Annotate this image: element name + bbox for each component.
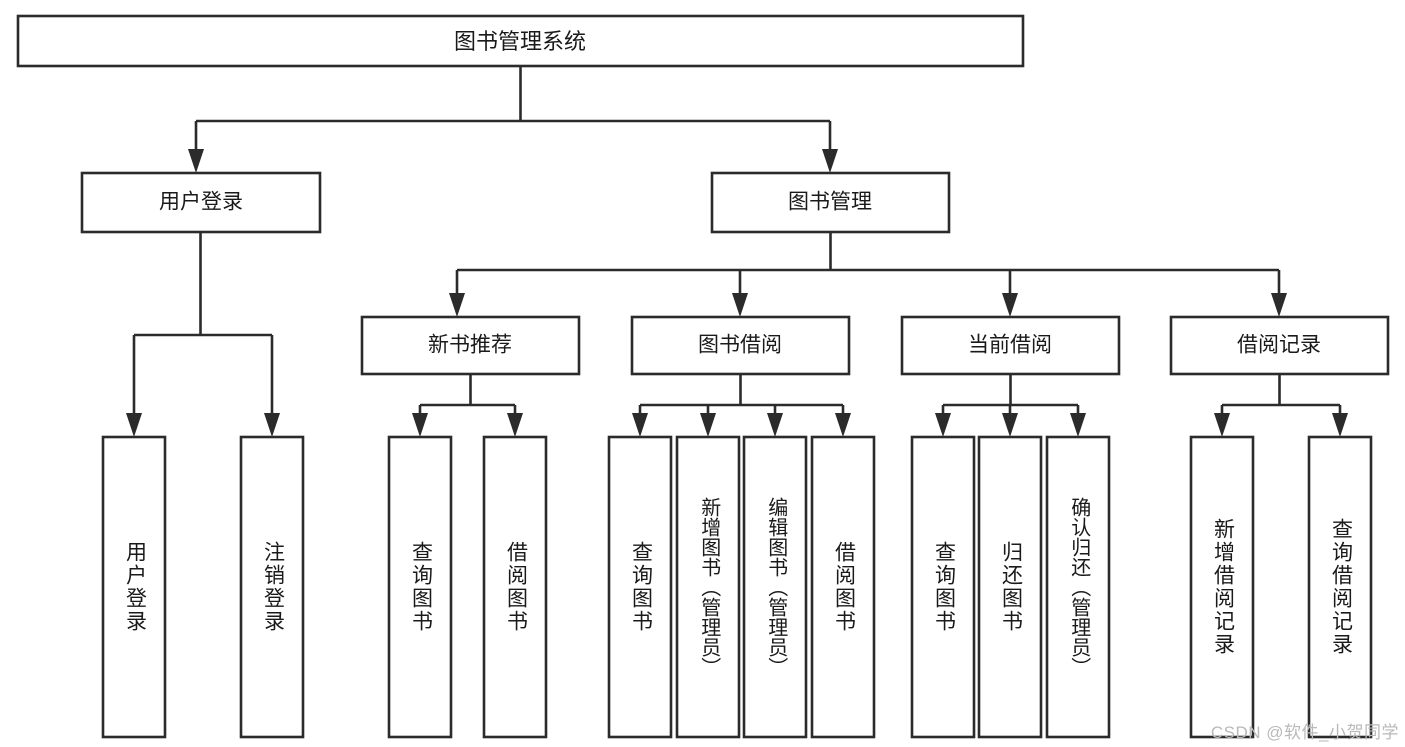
arrow-head-icon bbox=[1002, 293, 1018, 317]
leaf-box-return-book[interactable] bbox=[977, 435, 1043, 739]
node-new-book-recommend[interactable]: 新书推荐 bbox=[360, 315, 581, 376]
node-root-box[interactable] bbox=[16, 14, 1025, 68]
node-current-borrow-box[interactable] bbox=[900, 315, 1121, 376]
leaf-box-user-login[interactable] bbox=[101, 435, 167, 739]
node-user-login-box[interactable] bbox=[80, 171, 322, 234]
node-book-borrow-label: 图书借阅 bbox=[698, 334, 782, 357]
arrow-head-icon bbox=[1332, 413, 1348, 437]
arrow-head-icon bbox=[126, 413, 142, 437]
node-user-login-label: 用户登录 bbox=[159, 191, 243, 214]
csdn-watermark: CSDN @软件_小贺同学 bbox=[1210, 723, 1399, 742]
leaf-box-query-book-recommend[interactable] bbox=[387, 435, 453, 739]
connector-book-borrow-to-leaves bbox=[632, 374, 851, 437]
connector-user-login-to-leaves bbox=[126, 232, 280, 437]
node-borrow-record-box[interactable] bbox=[1169, 315, 1390, 376]
leaf-box-query-book-borrow[interactable] bbox=[607, 435, 673, 739]
leaf-box-edit-book-admin[interactable] bbox=[742, 435, 808, 739]
node-current-borrow-label: 当前借阅 bbox=[968, 334, 1052, 357]
arrow-head-icon bbox=[632, 413, 648, 437]
arrow-head-icon bbox=[732, 293, 748, 317]
node-new-book-recommend-box[interactable] bbox=[360, 315, 581, 376]
leaf-box-confirm-return-admin[interactable] bbox=[1045, 435, 1111, 739]
connector-root-to-level1 bbox=[188, 66, 838, 173]
arrow-head-icon bbox=[767, 413, 783, 437]
node-root[interactable]: 图书管理系统 bbox=[16, 14, 1025, 68]
leaf-box-query-book-current[interactable] bbox=[910, 435, 976, 739]
arrow-head-icon bbox=[822, 149, 838, 173]
arrow-head-icon bbox=[1070, 413, 1086, 437]
leaf-box-borrow-book-recommend[interactable] bbox=[482, 435, 548, 739]
leaf-box-add-borrow-record[interactable] bbox=[1189, 435, 1255, 739]
arrow-head-icon bbox=[264, 413, 280, 437]
leaf-box-borrow-book[interactable] bbox=[810, 435, 876, 739]
connector-book-management-to-level2 bbox=[449, 232, 1287, 317]
node-book-management-box[interactable] bbox=[710, 171, 951, 234]
arrow-head-icon bbox=[188, 149, 204, 173]
node-borrow-record[interactable]: 借阅记录 bbox=[1169, 315, 1390, 376]
arrow-head-icon bbox=[449, 293, 465, 317]
leaf-box-add-book-admin[interactable] bbox=[675, 435, 741, 739]
arrow-head-icon bbox=[935, 413, 951, 437]
connector-current-borrow-to-leaves bbox=[935, 374, 1086, 437]
node-book-borrow[interactable]: 图书借阅 bbox=[630, 315, 851, 376]
node-borrow-record-label: 借阅记录 bbox=[1237, 334, 1321, 357]
node-book-management[interactable]: 图书管理 bbox=[710, 171, 951, 234]
node-user-login[interactable]: 用户登录 bbox=[80, 171, 322, 234]
arrow-head-icon bbox=[700, 413, 716, 437]
arrow-head-icon bbox=[1002, 413, 1018, 437]
leaf-box-logout[interactable] bbox=[239, 435, 305, 739]
node-book-borrow-box[interactable] bbox=[630, 315, 851, 376]
connector-borrow-record-to-leaves bbox=[1214, 374, 1348, 437]
node-root-label: 图书管理系统 bbox=[454, 29, 586, 54]
connector-new-book-recommend-to-leaves bbox=[412, 374, 523, 437]
node-book-management-label: 图书管理 bbox=[788, 191, 872, 214]
arrow-head-icon bbox=[507, 413, 523, 437]
leaf-box-query-borrow-record[interactable] bbox=[1307, 435, 1373, 739]
node-new-book-recommend-label: 新书推荐 bbox=[428, 334, 512, 357]
arrow-head-icon bbox=[835, 413, 851, 437]
arrow-head-icon bbox=[412, 413, 428, 437]
arrow-head-icon bbox=[1214, 413, 1230, 437]
node-current-borrow[interactable]: 当前借阅 bbox=[900, 315, 1121, 376]
arrow-head-icon bbox=[1271, 293, 1287, 317]
